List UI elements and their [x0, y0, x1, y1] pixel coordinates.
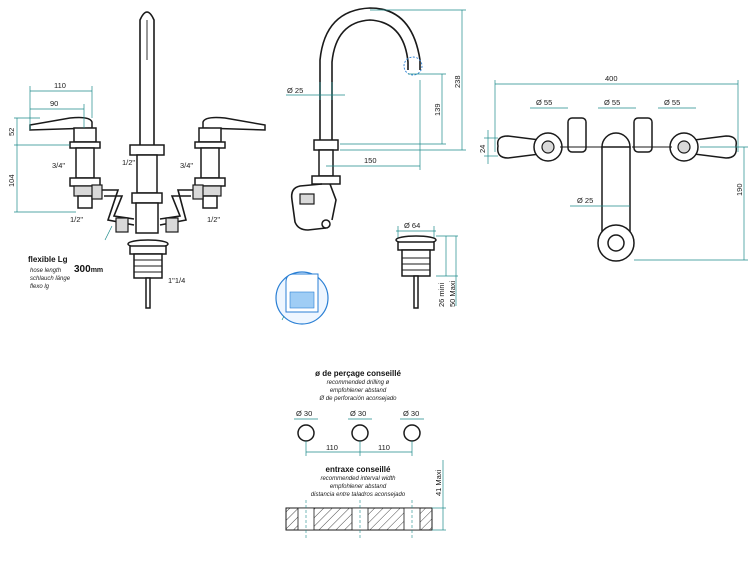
interval-line-1: recommended interval width [320, 476, 396, 482]
dim-52: 52 [7, 128, 16, 136]
dim-139: 139 [433, 103, 442, 116]
dim-55-c: Ø 55 [664, 98, 680, 107]
dim-400: 400 [605, 74, 618, 83]
hose-length-value: 300 [74, 264, 91, 275]
max-thickness: 41 Maxi [434, 469, 443, 496]
side-view: Ø 25 150 139 238 [286, 7, 466, 231]
waste-thread: 1"1/4 [168, 276, 185, 285]
dim-55-a: Ø 55 [536, 98, 552, 107]
front-view: 110 90 52 104 3/4" 3/4" 1/2" 1/2" 1/2" f… [7, 11, 266, 309]
hose-length-unit: mm [91, 267, 103, 274]
dim-150: 150 [364, 156, 377, 165]
drilling-line-3: Ø de perforación aconsejado [318, 396, 397, 402]
drilling-line-1: recommended drilling ø [327, 380, 390, 386]
hole-2-dim: Ø 30 [350, 409, 366, 418]
hole-3-dim: Ø 30 [403, 409, 419, 418]
interval-title: entraxe conseillé [326, 465, 391, 474]
top-view: 400 Ø 55 Ø 55 Ø 55 24 190 Ø 25 [478, 74, 748, 262]
thread-left-bottom-1-2: 1/2" [70, 215, 83, 224]
waste-view: Ø 64 26 mini 50 Maxi [395, 221, 458, 309]
dim-64: Ø 64 [404, 221, 420, 230]
dim-110: 110 [54, 81, 66, 90]
dim-25-side: Ø 25 [287, 86, 303, 95]
thread-right-bottom-1-2: 1/2" [207, 215, 220, 224]
hose-title: flexible Lg [28, 255, 68, 264]
dim-104: 104 [7, 174, 16, 187]
thread-left-3-4: 3/4" [52, 161, 65, 170]
dim-190: 190 [735, 183, 744, 196]
detail-circle [275, 271, 329, 325]
drilling-line-2: empfohlener abstand [330, 388, 387, 394]
thread-right-3-4: 3/4" [180, 161, 193, 170]
spacing-1: 110 [326, 443, 338, 452]
interval-line-3: distancia entre taladros aconsejado [311, 492, 406, 498]
interval-section: entraxe conseillé recommended interval w… [285, 460, 446, 540]
dim-50-maxi: 50 Maxi [448, 280, 457, 307]
hose-line-3: flexo lg [30, 284, 50, 290]
dim-238: 238 [453, 75, 462, 88]
hole-1-dim: Ø 30 [296, 409, 312, 418]
dim-24: 24 [478, 145, 487, 153]
hole-2 [351, 424, 369, 442]
dim-25-top: Ø 25 [577, 196, 593, 205]
drilling-title: ø de perçage conseillé [315, 369, 401, 378]
hole-1 [297, 424, 315, 442]
dim-26-mini: 26 mini [437, 282, 446, 307]
hole-3 [403, 424, 421, 442]
hose-line-2: schlauch länge [30, 276, 71, 282]
spacing-2: 110 [378, 443, 390, 452]
interval-line-2: empfohlener abstand [330, 484, 387, 490]
thread-center-1-2: 1/2" [122, 158, 135, 167]
dim-90: 90 [50, 99, 58, 108]
dim-55-b: Ø 55 [604, 98, 620, 107]
hose-line-1: hose length [30, 268, 62, 274]
drilling-section: ø de perçage conseillé recommended drill… [294, 369, 424, 456]
hose-length: 300mm [74, 264, 103, 275]
